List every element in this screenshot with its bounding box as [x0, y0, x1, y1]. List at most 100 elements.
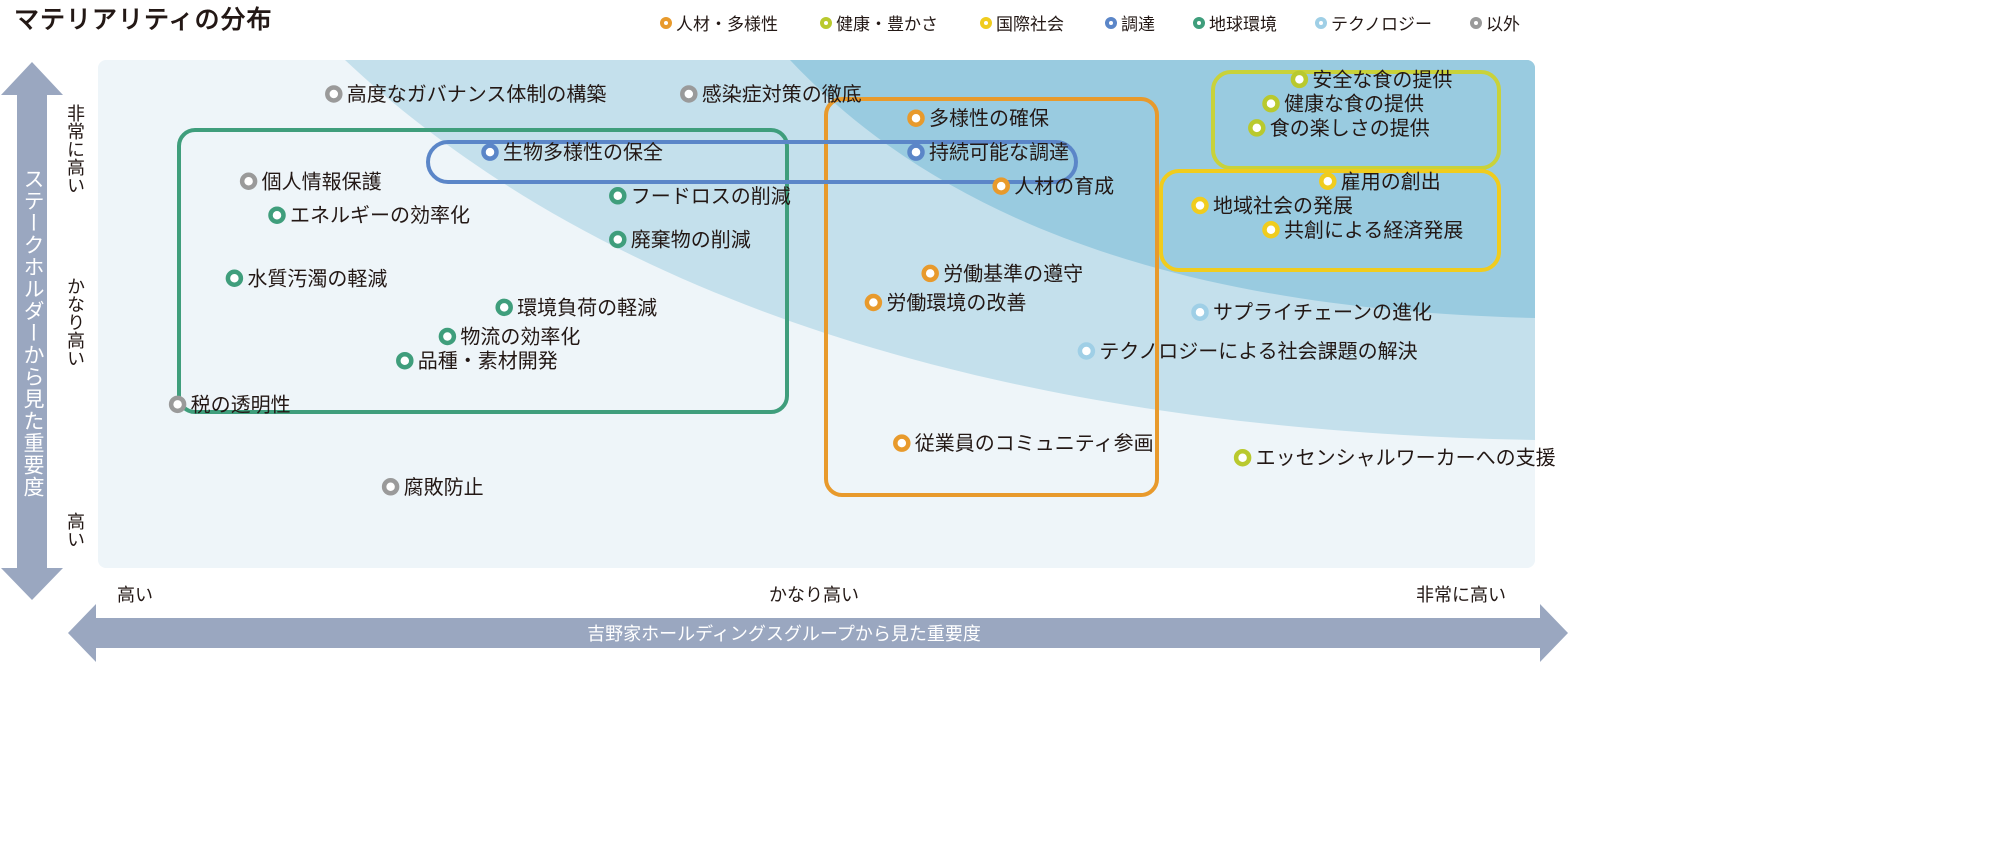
- point-marker: [268, 206, 286, 224]
- point-label: 地域社会の発展: [1213, 194, 1353, 218]
- data-point: 従業員のコミュニティ参画: [893, 431, 1154, 455]
- x-axis-arrow: [68, 604, 1568, 662]
- legend-marker-icon: [1470, 16, 1482, 29]
- point-marker: [864, 293, 883, 312]
- legend-marker-icon: [660, 16, 672, 29]
- data-point: 腐敗防止: [381, 475, 484, 499]
- point-label: 感染症対策の徹底: [702, 82, 862, 106]
- y-tick-label: かなり高い: [64, 277, 85, 367]
- legend-marker-icon: [980, 16, 992, 29]
- legend-marker-icon: [820, 16, 832, 29]
- legend-label: 調達: [1121, 15, 1155, 35]
- data-point: テクノロジーによる社会課題の解決: [1077, 339, 1418, 363]
- legend-item: 地球環境: [1193, 10, 1277, 35]
- point-label: 廃棄物の削減: [631, 227, 751, 251]
- data-point: サプライチェーンの進化: [1191, 300, 1432, 324]
- y-axis-arrow: [1, 62, 63, 600]
- data-point: 感染症対策の徹底: [680, 82, 862, 106]
- data-point: 地域社会の発展: [1191, 194, 1353, 218]
- point-label: 品種・素材開発: [418, 349, 558, 373]
- page-title: マテリアリティの分布: [14, 5, 273, 34]
- point-label: 環境負荷の軽減: [517, 295, 657, 319]
- point-label: 個人情報保護: [262, 169, 382, 193]
- point-marker: [381, 478, 400, 496]
- legend-item: 健康・豊かさ: [820, 10, 938, 35]
- point-marker: [907, 143, 925, 161]
- data-point: 税の透明性: [168, 392, 291, 416]
- point-label: 従業員のコミュニティ参画: [915, 431, 1154, 455]
- data-point: 持続可能な調達: [907, 140, 1069, 164]
- legend-item: テクノロジー: [1315, 10, 1432, 35]
- legend-label: 健康・豊かさ: [836, 15, 938, 35]
- data-point: 生物多様性の保全: [481, 140, 663, 164]
- legend-label: 以外: [1486, 15, 1520, 35]
- point-marker: [168, 395, 187, 414]
- group-outline-health: [1211, 70, 1501, 170]
- legend-label: 人材・多様性: [676, 15, 778, 35]
- point-marker: [1248, 119, 1266, 137]
- legend-marker-icon: [1105, 16, 1117, 29]
- data-point: フードロスの削減: [609, 184, 791, 208]
- point-label: 労働環境の改善: [886, 291, 1026, 315]
- point-label: 多様性の確保: [929, 106, 1049, 130]
- legend-item: 以外: [1470, 10, 1520, 35]
- point-marker: [325, 85, 343, 103]
- group-outline-procurement: [426, 140, 1078, 184]
- data-point: 安全な食の提供: [1290, 67, 1452, 91]
- point-label: テクノロジーによる社会課題の解決: [1099, 339, 1417, 363]
- data-point: 多様性の確保: [907, 106, 1049, 130]
- point-label: エッセンシャルワーカーへの支援: [1256, 446, 1556, 470]
- point-marker: [609, 187, 627, 205]
- point-marker: [680, 85, 698, 103]
- point-marker: [907, 109, 925, 127]
- point-label: サプライチェーンの進化: [1213, 300, 1432, 324]
- point-label: 水質汚濁の軽減: [247, 266, 387, 290]
- point-marker: [1290, 70, 1309, 89]
- legend-marker-icon: [1315, 16, 1327, 29]
- point-label: 労働基準の遵守: [943, 261, 1083, 285]
- point-marker: [1233, 448, 1252, 467]
- data-point: エッセンシャルワーカーへの支援: [1233, 446, 1556, 470]
- group-outline-environment: [177, 128, 789, 414]
- point-marker: [239, 172, 258, 190]
- point-marker: [1262, 221, 1280, 239]
- data-point: 個人情報保護: [239, 169, 382, 193]
- point-marker: [921, 264, 939, 283]
- legend-item: 人材・多様性: [660, 10, 778, 35]
- data-point: 労働基準の遵守: [921, 261, 1083, 285]
- point-label: 雇用の創出: [1341, 169, 1441, 193]
- point-label: 食の楽しさの提供: [1270, 116, 1430, 140]
- legend-label: 国際社会: [996, 15, 1064, 35]
- group-outline-people: [824, 97, 1159, 497]
- point-label: 安全な食の提供: [1312, 67, 1452, 91]
- x-tick-label: かなり高い: [769, 585, 859, 606]
- point-marker: [1319, 172, 1337, 190]
- point-label: 生物多様性の保全: [503, 140, 663, 164]
- data-point: 環境負荷の軽減: [495, 295, 657, 319]
- point-label: 健康な食の提供: [1284, 92, 1424, 116]
- x-axis-title: 吉野家ホールディングスグループから見た重要度: [587, 624, 981, 645]
- point-marker: [438, 327, 457, 346]
- point-label: 人材の育成: [1014, 174, 1114, 198]
- point-label: フードロスの削減: [631, 184, 791, 208]
- point-marker: [893, 434, 911, 452]
- point-marker: [609, 230, 627, 249]
- point-label: 共創による経済発展: [1284, 218, 1463, 242]
- point-marker: [495, 298, 513, 317]
- data-point: エネルギーの効率化: [268, 203, 470, 227]
- point-marker: [396, 351, 414, 370]
- chart-canvas: 高度なガバナンス体制の構築感染症対策の徹底多様性の確保持続可能な調達人材の育成生…: [1, 60, 1568, 662]
- point-marker: [1077, 342, 1096, 360]
- data-point: 雇用の創出: [1319, 169, 1441, 193]
- point-label: 物流の効率化: [460, 324, 580, 348]
- point-label: エネルギーの効率化: [290, 203, 470, 227]
- legend-item: 調達: [1105, 10, 1155, 35]
- data-point: 健康な食の提供: [1262, 92, 1424, 116]
- y-tick-label: 高い: [64, 512, 85, 548]
- data-point: 水質汚濁の軽減: [225, 266, 387, 290]
- point-label: 税の透明性: [191, 392, 291, 416]
- point-marker: [225, 269, 244, 287]
- data-point: 人材の育成: [992, 174, 1114, 198]
- y-tick-label: 非常に高い: [64, 104, 85, 194]
- point-label: 腐敗防止: [404, 475, 484, 499]
